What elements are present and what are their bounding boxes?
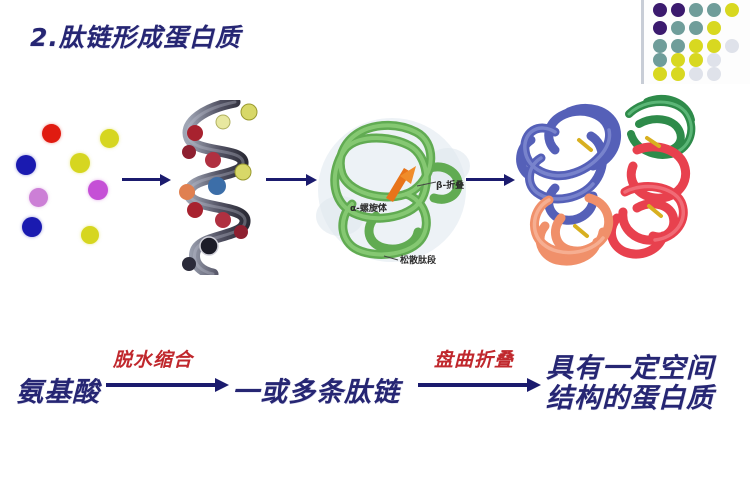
amino-acid-circle-red — [42, 124, 61, 143]
arrow-tertiary-to-quaternary — [466, 173, 515, 186]
tertiary-svg — [316, 118, 470, 262]
arrow-helix-to-tertiary — [266, 173, 317, 186]
alpha-helix-polypeptide — [165, 96, 270, 280]
amino-acid-circle-yellow-3 — [81, 226, 99, 244]
flow-term-protein: 具有一定空间 结构的蛋白质 — [546, 354, 714, 414]
amino-acid-circle-violet-1 — [29, 188, 48, 207]
flow-condition-dehydration: 脱水缩合 — [113, 349, 194, 371]
amino-acid-circle-yellow-2 — [70, 153, 90, 173]
page-title: 2.肽链形成蛋白质 — [30, 23, 241, 52]
flow-arrow-1 — [106, 378, 229, 392]
arrow-aa-to-helix — [122, 173, 171, 186]
flow-arrow-2 — [418, 378, 541, 392]
flow-term-protein-line1: 具有一定空间 — [546, 353, 714, 384]
heme-group-icons — [573, 136, 663, 238]
decorative-dot-matrix — [641, 0, 750, 84]
flow-term-amino-acid: 氨基酸 — [16, 377, 100, 408]
amino-acid-circle-navy-2 — [22, 217, 42, 237]
subunit-red — [606, 142, 691, 259]
reaction-flow-diagram: 氨基酸 脱水缩合 一或多条肽链 盘曲折叠 具有一定空间 结构的蛋白质 — [0, 336, 750, 426]
quaternary-structure — [497, 88, 702, 288]
flow-term-protein-line2: 结构的蛋白质 — [546, 383, 714, 414]
amino-acid-circle-yellow-1 — [100, 129, 119, 148]
beta-sheet-label: β-折叠 — [436, 181, 465, 191]
amino-acid-circle-navy-1 — [16, 155, 36, 175]
loose-peptide-label: 松散肽段 — [400, 256, 437, 266]
alpha-helix-label: α-螺旋体 — [350, 204, 387, 214]
flow-condition-folding: 盘曲折叠 — [434, 349, 515, 371]
tertiary-structure: β-折叠 α-螺旋体 松散肽段 — [312, 108, 472, 273]
helix-svg — [179, 96, 258, 280]
quaternary-svg — [516, 94, 696, 266]
beta-sheet-arrow — [386, 166, 416, 202]
amino-acid-circle-violet-2 — [88, 180, 108, 200]
flow-term-peptide-chain: 一或多条肽链 — [232, 377, 400, 408]
dot-matrix-svg — [653, 3, 739, 81]
